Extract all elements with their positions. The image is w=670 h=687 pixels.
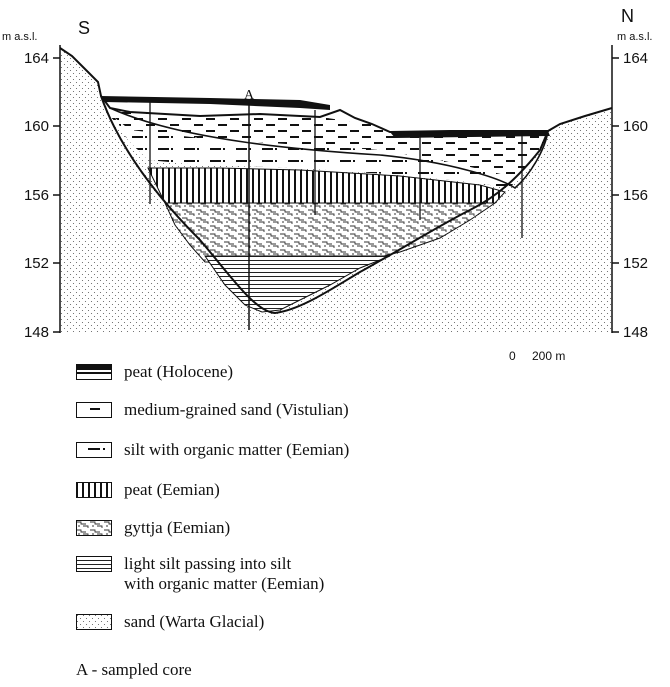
legend-item-gyttja: gyttja (Eemian) (76, 518, 230, 538)
tick-label-left: 148 (24, 324, 49, 341)
tick-label-right: 160 (623, 118, 648, 135)
legend-label: peat (Holocene) (124, 362, 234, 381)
legend-label: sand (Warta Glacial) (124, 612, 265, 631)
tick-label-right: 148 (623, 324, 648, 341)
light-silt-swatch (76, 556, 112, 572)
legend-item-silt-organic: silt with organic matter (Eemian) (76, 440, 349, 460)
sand-warta-swatch (76, 614, 112, 630)
light-silt-layer (204, 255, 391, 313)
medium-sand-swatch (76, 402, 112, 418)
cross-section-diagram: 164 160 156 152 148 164 160 156 152 148 … (2, 6, 652, 360)
peat-holocene-band-south (101, 96, 330, 110)
legend-label: silt with organic matter (Eemian) (124, 440, 350, 459)
scale-zero-label: 0 (509, 349, 516, 360)
peat-holocene-swatch (76, 364, 112, 380)
north-label: N (621, 6, 634, 26)
silt-organic-layer (115, 118, 510, 188)
upper-sand-boundary (109, 107, 549, 190)
legend-item-peat-eemian: peat (Eemian) (76, 480, 220, 500)
tick-label-right: 152 (623, 255, 648, 272)
right-axis-unit: m a.s.l. (617, 31, 652, 43)
sampled-core-note: A - sampled core (76, 660, 192, 679)
legend-item-peat-holocene: peat (Holocene) (76, 362, 233, 382)
silt-organic-swatch (76, 442, 112, 458)
peat-holocene-band-north (390, 131, 550, 138)
tick-label-left: 156 (24, 187, 49, 204)
legend-label: gyttja (Eemian) (124, 518, 231, 537)
legend-item-light-silt: light silt passing into silt with organi… (76, 554, 324, 594)
tick-label-right: 156 (623, 187, 648, 204)
south-label: S (78, 18, 90, 38)
peat-eemian-swatch (76, 482, 112, 498)
gyttja-swatch (76, 520, 112, 536)
tick-label-left: 164 (24, 50, 49, 67)
terrain-surface (59, 47, 613, 134)
legend-label: light silt passing into silt with organi… (124, 554, 325, 593)
scale-distance-label: 200 m (532, 349, 565, 360)
legend-label: medium-grained sand (Vistulian) (124, 400, 349, 419)
left-axis-unit: m a.s.l. (2, 31, 37, 43)
basin-outline (100, 95, 549, 315)
legend-item-sand-warta: sand (Warta Glacial) (76, 612, 264, 632)
tick-label-right: 164 (623, 50, 648, 67)
core-a-label: A (244, 88, 255, 103)
legend-item-medium-sand: medium-grained sand (Vistulian) (76, 400, 349, 420)
tick-label-left: 160 (24, 118, 49, 135)
legend-label: peat (Eemian) (124, 480, 220, 499)
tick-label-left: 152 (24, 255, 49, 272)
